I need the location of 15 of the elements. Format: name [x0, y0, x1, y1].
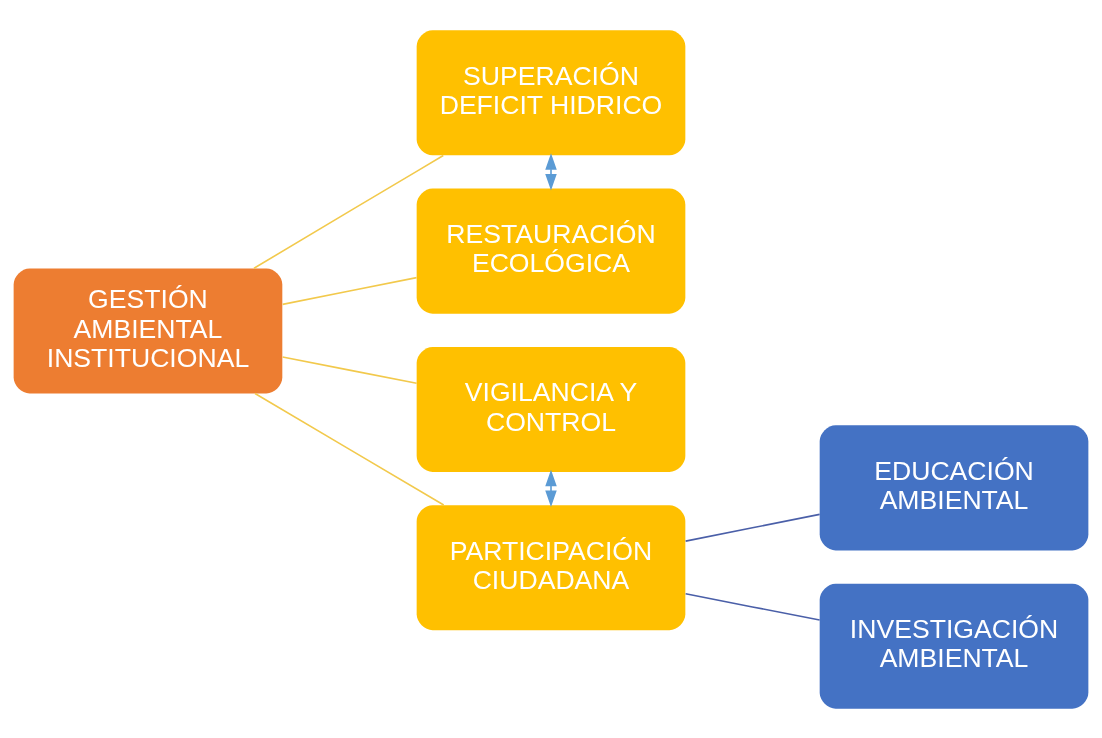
connector	[254, 392, 445, 506]
arrow	[545, 152, 557, 190]
arrow	[545, 469, 557, 507]
node-box: PARTICIPACIÓN CIUDADANA	[416, 504, 686, 630]
node-box: GESTIÓN AMBIENTAL INSTITUCIONAL	[13, 267, 283, 393]
node-box: EDUCACIÓN AMBIENTAL	[819, 424, 1089, 550]
node-box: RESTAURACIÓN ECOLÓGICA	[416, 188, 686, 314]
connector	[281, 355, 418, 384]
connector	[684, 592, 821, 621]
connector	[253, 154, 445, 269]
connector	[684, 513, 821, 542]
node-box: INVESTIGACIÓN AMBIENTAL	[819, 583, 1089, 709]
node-box: SUPERACIÓN DEFICIT HIDRICO	[416, 29, 686, 155]
connector	[281, 276, 418, 305]
node-box: VIGILANCIA Y CONTROL	[416, 346, 686, 472]
